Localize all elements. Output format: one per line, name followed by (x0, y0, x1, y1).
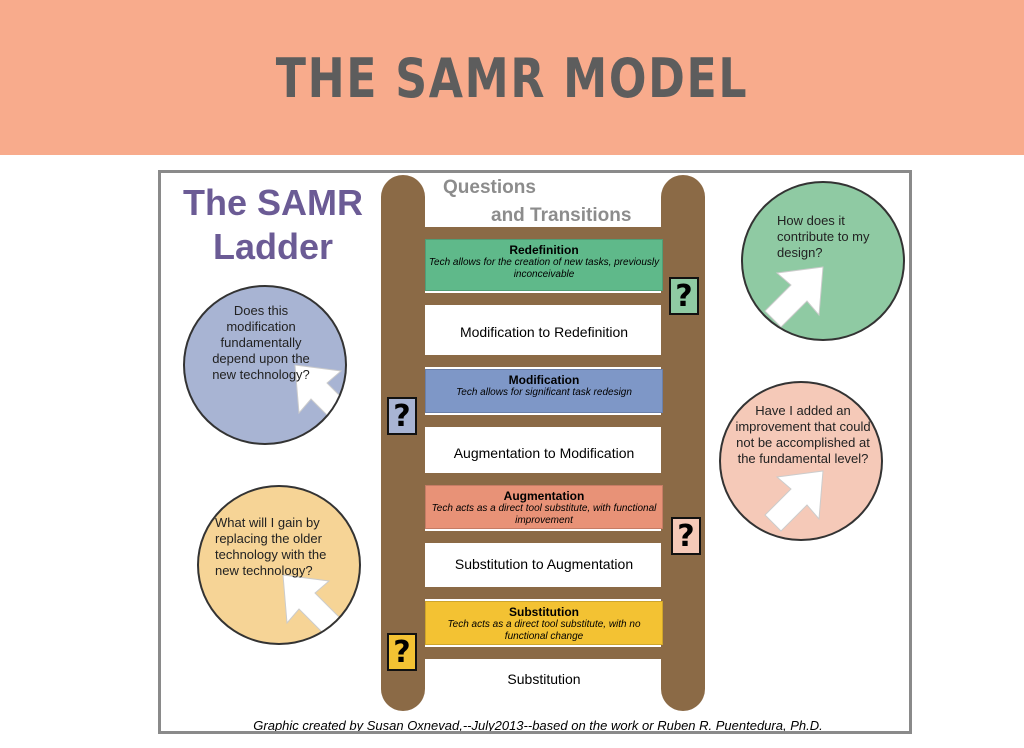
ladder-rung (425, 531, 663, 543)
ladder-left-rail (381, 175, 425, 711)
level-augmentation: Augmentation Tech acts as a direct tool … (425, 485, 663, 529)
question-mark-box: ? (387, 633, 417, 671)
level-description: Tech acts as a direct tool substitute, w… (431, 503, 657, 526)
question-bubble-augmentation: Have I added an improvement that could n… (719, 381, 883, 541)
level-description: Tech allows for significant task redesig… (456, 387, 632, 398)
level-redefinition: Redefinition Tech allows for the creatio… (425, 239, 663, 291)
credit-text: Graphic created by Susan Oxnevad,--July2… (253, 718, 823, 733)
ladder-rung (425, 355, 663, 367)
ladder-rung (425, 587, 663, 599)
question-text: How does it contribute to my design? (777, 213, 870, 260)
level-name: Redefinition (509, 243, 579, 257)
ladder-rung (425, 473, 663, 485)
question-bubble-redefinition: How does it contribute to my design? (741, 181, 905, 341)
samr-diagram: The SAMR Ladder Questions and Transition… (158, 170, 912, 734)
arrow-icon (294, 364, 345, 426)
level-description: Tech acts as a direct tool substitute, w… (447, 619, 641, 642)
arrow-icon (764, 470, 824, 532)
question-bubble-modification: Does this modification fundamentally dep… (183, 285, 347, 445)
ladder-rung (425, 227, 663, 239)
question-bubble-substitution: What will I gain by replacing the older … (197, 485, 361, 645)
question-mark-box: ? (669, 277, 699, 315)
question-text: Does this modification fundamentally dep… (212, 303, 310, 382)
level-name: Augmentation (503, 489, 585, 503)
transition-label: Modification to Redefinition (459, 324, 629, 340)
transition-label: Substitution to Augmentation (454, 556, 634, 572)
level-description: Tech allows for the creation of new task… (428, 257, 660, 280)
ladder-right-rail (661, 175, 705, 711)
level-substitution: Substitution Tech acts as a direct tool … (425, 601, 663, 645)
level-modification: Modification Tech allows for significant… (425, 369, 663, 413)
question-mark-box: ? (671, 517, 701, 555)
question-mark-box: ? (387, 397, 417, 435)
ladder-rung (425, 293, 663, 305)
ladder-title: The SAMR Ladder (183, 182, 363, 267)
level-name: Substitution (509, 605, 579, 619)
slide-title: THE SAMR MODEL (275, 47, 749, 110)
questions-heading: Questions (443, 177, 536, 198)
transitions-heading: and Transitions (491, 205, 632, 226)
arrow-icon (764, 266, 824, 328)
title-banner: THE SAMR MODEL (0, 0, 1024, 155)
transition-label: Augmentation to Modification (453, 445, 635, 461)
question-text: What will I gain by replacing the older … (215, 515, 327, 578)
ladder-rung (425, 647, 663, 659)
ladder-rung (425, 415, 663, 427)
level-name: Modification (508, 373, 580, 387)
transition-label: Substitution (507, 671, 581, 687)
arrow-icon (282, 574, 342, 636)
question-text: Have I added an improvement that could n… (735, 403, 871, 466)
